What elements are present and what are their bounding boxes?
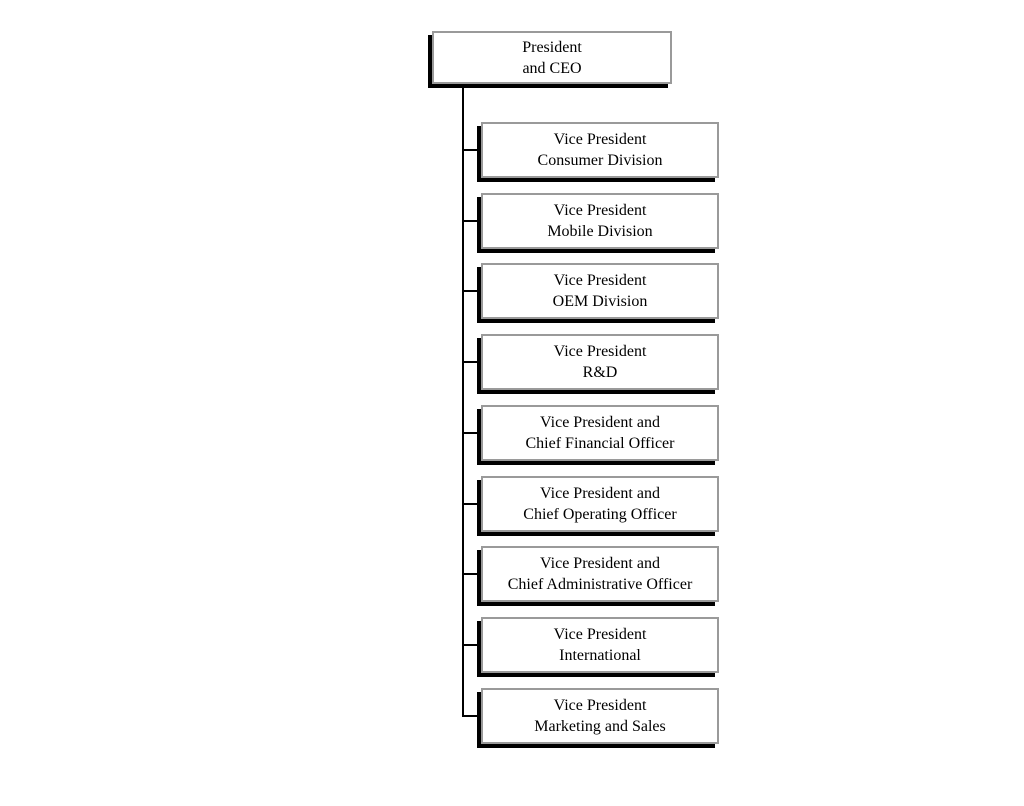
- org-box-label-line1: Vice President: [553, 697, 647, 714]
- org-box-label-line1: Vice President: [553, 131, 647, 148]
- org-box-vp-cfo: Vice President and Chief Financial Offic…: [481, 405, 719, 461]
- connector-branch: [463, 290, 481, 292]
- org-box-label-line2: Consumer Division: [537, 152, 663, 169]
- org-box-vp-consumer-division: Vice President Consumer Division: [481, 122, 719, 178]
- org-box-label-line1: President: [522, 38, 582, 56]
- org-box-vp-rd: Vice President R&D: [481, 334, 719, 390]
- connector-branch: [463, 573, 481, 575]
- org-box-label-line2: Mobile Division: [547, 223, 653, 240]
- connector-branch: [463, 644, 481, 646]
- connector-branch: [463, 220, 481, 222]
- org-box-label-line1: Vice President: [553, 626, 647, 643]
- org-box-label-line2: and CEO: [522, 59, 582, 77]
- org-box-vp-cao: Vice President and Chief Administrative …: [481, 546, 719, 602]
- connector-branch: [463, 503, 481, 505]
- org-box-label-line2: Chief Administrative Officer: [507, 576, 693, 593]
- org-box-label-line1: Vice President and: [540, 485, 660, 502]
- org-box-label-line1: Vice President and: [540, 414, 660, 431]
- org-box-vp-mobile-division: Vice President Mobile Division: [481, 193, 719, 249]
- org-box-label-line1: Vice President: [553, 202, 647, 219]
- org-box-label-line2: Chief Financial Officer: [525, 435, 675, 452]
- org-box-label-line2: OEM Division: [552, 293, 648, 310]
- connector-branch: [463, 361, 481, 363]
- connector-branch: [463, 432, 481, 434]
- connector-branch: [463, 149, 481, 151]
- org-box-vp-coo: Vice President and Chief Operating Offic…: [481, 476, 719, 532]
- org-box-label-line2: Chief Operating Officer: [523, 506, 677, 523]
- org-box-president: President and CEO: [432, 31, 672, 84]
- connector-trunk: [462, 83, 464, 717]
- connector-branch: [463, 715, 481, 717]
- org-box-label-line1: Vice President and: [540, 555, 660, 572]
- org-box-label-line2: Marketing and Sales: [534, 718, 666, 735]
- org-box-label-line2: R&D: [582, 364, 618, 381]
- org-box-label-line1: Vice President: [553, 343, 647, 360]
- org-box-label-line1: Vice President: [553, 272, 647, 289]
- org-box-label-line2: International: [559, 647, 641, 664]
- org-box-vp-marketing-sales: Vice President Marketing and Sales: [481, 688, 719, 744]
- org-box-vp-oem-division: Vice President OEM Division: [481, 263, 719, 319]
- org-box-vp-international: Vice President International: [481, 617, 719, 673]
